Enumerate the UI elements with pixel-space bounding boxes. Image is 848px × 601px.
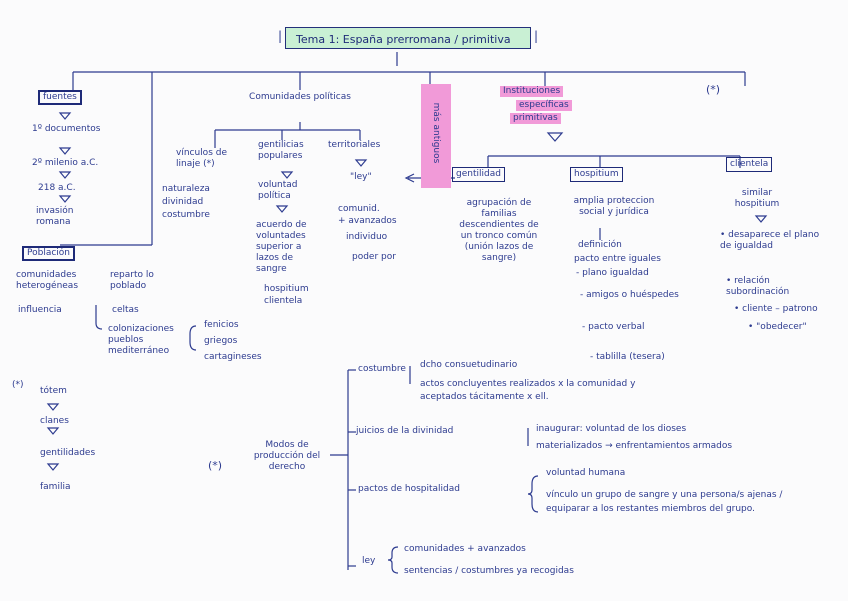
clientela-item: • relación subordinación [726,276,790,297]
fuentes-item: 218 a.C. [38,183,76,193]
poblacion-label: Población [22,246,76,261]
clientela-item: • desaparece el plano de igualdad [720,230,820,251]
modos-label: Modos de producción del derecho [253,440,321,472]
fuentes-item: invasión romana [36,206,74,227]
gentilicias-item: hospitium [264,284,309,294]
juicios-a: inaugurar: voluntad de los dioses [536,424,687,434]
pactos-b: vínculo un grupo de sangre y una persona… [546,490,783,514]
mas-antiguos-tag: más antiguos [421,84,451,188]
poblacion-influencia: influencia [18,305,62,315]
totem-item: tótem [40,386,67,396]
juicios-label: juicios de la divinidad [356,426,454,436]
pueblo-item: griegos [204,336,238,346]
clientela-desc: similar hospitium [734,188,780,209]
gentilidad-label: gentilidad [452,167,505,182]
totem-item: familia [40,482,71,492]
fuentes-item: 2º milenio a.C. [32,158,99,168]
totem-item: gentilidades [40,448,96,458]
gentilicias-item: clientela [264,296,303,306]
hospitium-item: - plano igualdad [576,268,649,278]
clientela-item: • "obedecer" [748,322,807,332]
vinculos-item: divinidad [162,197,204,207]
instituciones-star: (*) [706,83,721,96]
instituciones-label-3: primitivas [510,113,561,124]
pactos-label: pactos de hospitalidad [358,484,460,494]
poblacion-celtas: celtas [112,305,139,315]
territoriales-ley: "ley" [350,172,372,182]
hospitium-item: - pacto verbal [582,322,645,332]
hospitium-item: - amigos o huéspedes [580,290,679,300]
hospitium-desc: amplia proteccion social y jurídica [573,196,655,217]
totem-star: (*) [12,380,24,390]
hospitium-label: hospitium [570,167,623,182]
territoriales-poder: poder por [352,252,396,262]
pactos-a: voluntad humana [546,468,626,478]
territoriales-individuo: individuo [346,232,388,242]
gentilidad-desc: agrupación de familias descendientes de … [459,198,539,263]
costumbre-label: costumbre [358,364,406,374]
gentilicias-detail: acuerdo de voluntades superior a lazos d… [256,220,307,274]
gentilicias-sub: voluntad política [258,180,298,201]
instituciones-label-2: específicas [516,100,572,111]
comunidades-politicas-label: Comunidades políticas [249,92,351,102]
fuentes-label: fuentes [38,90,82,105]
vinculos-item: costumbre [162,210,210,220]
totem-item: clanes [40,416,69,426]
poblacion-comunidades: comunidades heterogéneas [16,270,79,291]
pueblo-item: cartagineses [204,352,262,362]
clientela-item: • cliente – patrono [734,304,818,314]
modos-star: (*) [208,459,223,472]
hospitium-item: pacto entre iguales [574,254,661,264]
fuentes-item: 1º documentos [32,124,101,134]
ley-b: sentencias / costumbres ya recogidas [404,566,574,576]
ley-a: comunidades + avanzados [404,544,526,554]
hospitium-item: definición [578,240,622,250]
vinculos-item: naturaleza [162,184,210,194]
pueblo-item: fenicios [204,320,239,330]
gentilicias-label: gentilicias populares [258,140,304,161]
ley-label: ley [362,556,376,566]
page-title: Tema 1: España prerromana / primitiva [296,33,511,46]
territoriales-item: comunid. [338,204,380,214]
title-box: Tema 1: España prerromana / primitiva [285,27,531,49]
juicios-b: materializados → enfrentamientos armados [536,441,733,451]
hospitium-item: - tablilla (tesera) [590,352,665,362]
territoriales-item: + avanzados [338,216,397,226]
territoriales-label: territoriales [328,140,381,150]
costumbre-b: actos concluyentes realizados x la comun… [420,379,636,402]
instituciones-label: Instituciones [500,86,564,97]
poblacion-colonizaciones: colonizaciones pueblos mediterráneo [108,324,174,356]
costumbre-a: dcho consuetudinario [420,360,518,370]
mas-antiguos-label: más antiguos [431,102,441,164]
clientela-label: clientela [726,157,773,172]
vinculos-label: vínculos de linaje (*) [176,148,227,169]
poblacion-reparto: reparto lo poblado [110,270,154,291]
